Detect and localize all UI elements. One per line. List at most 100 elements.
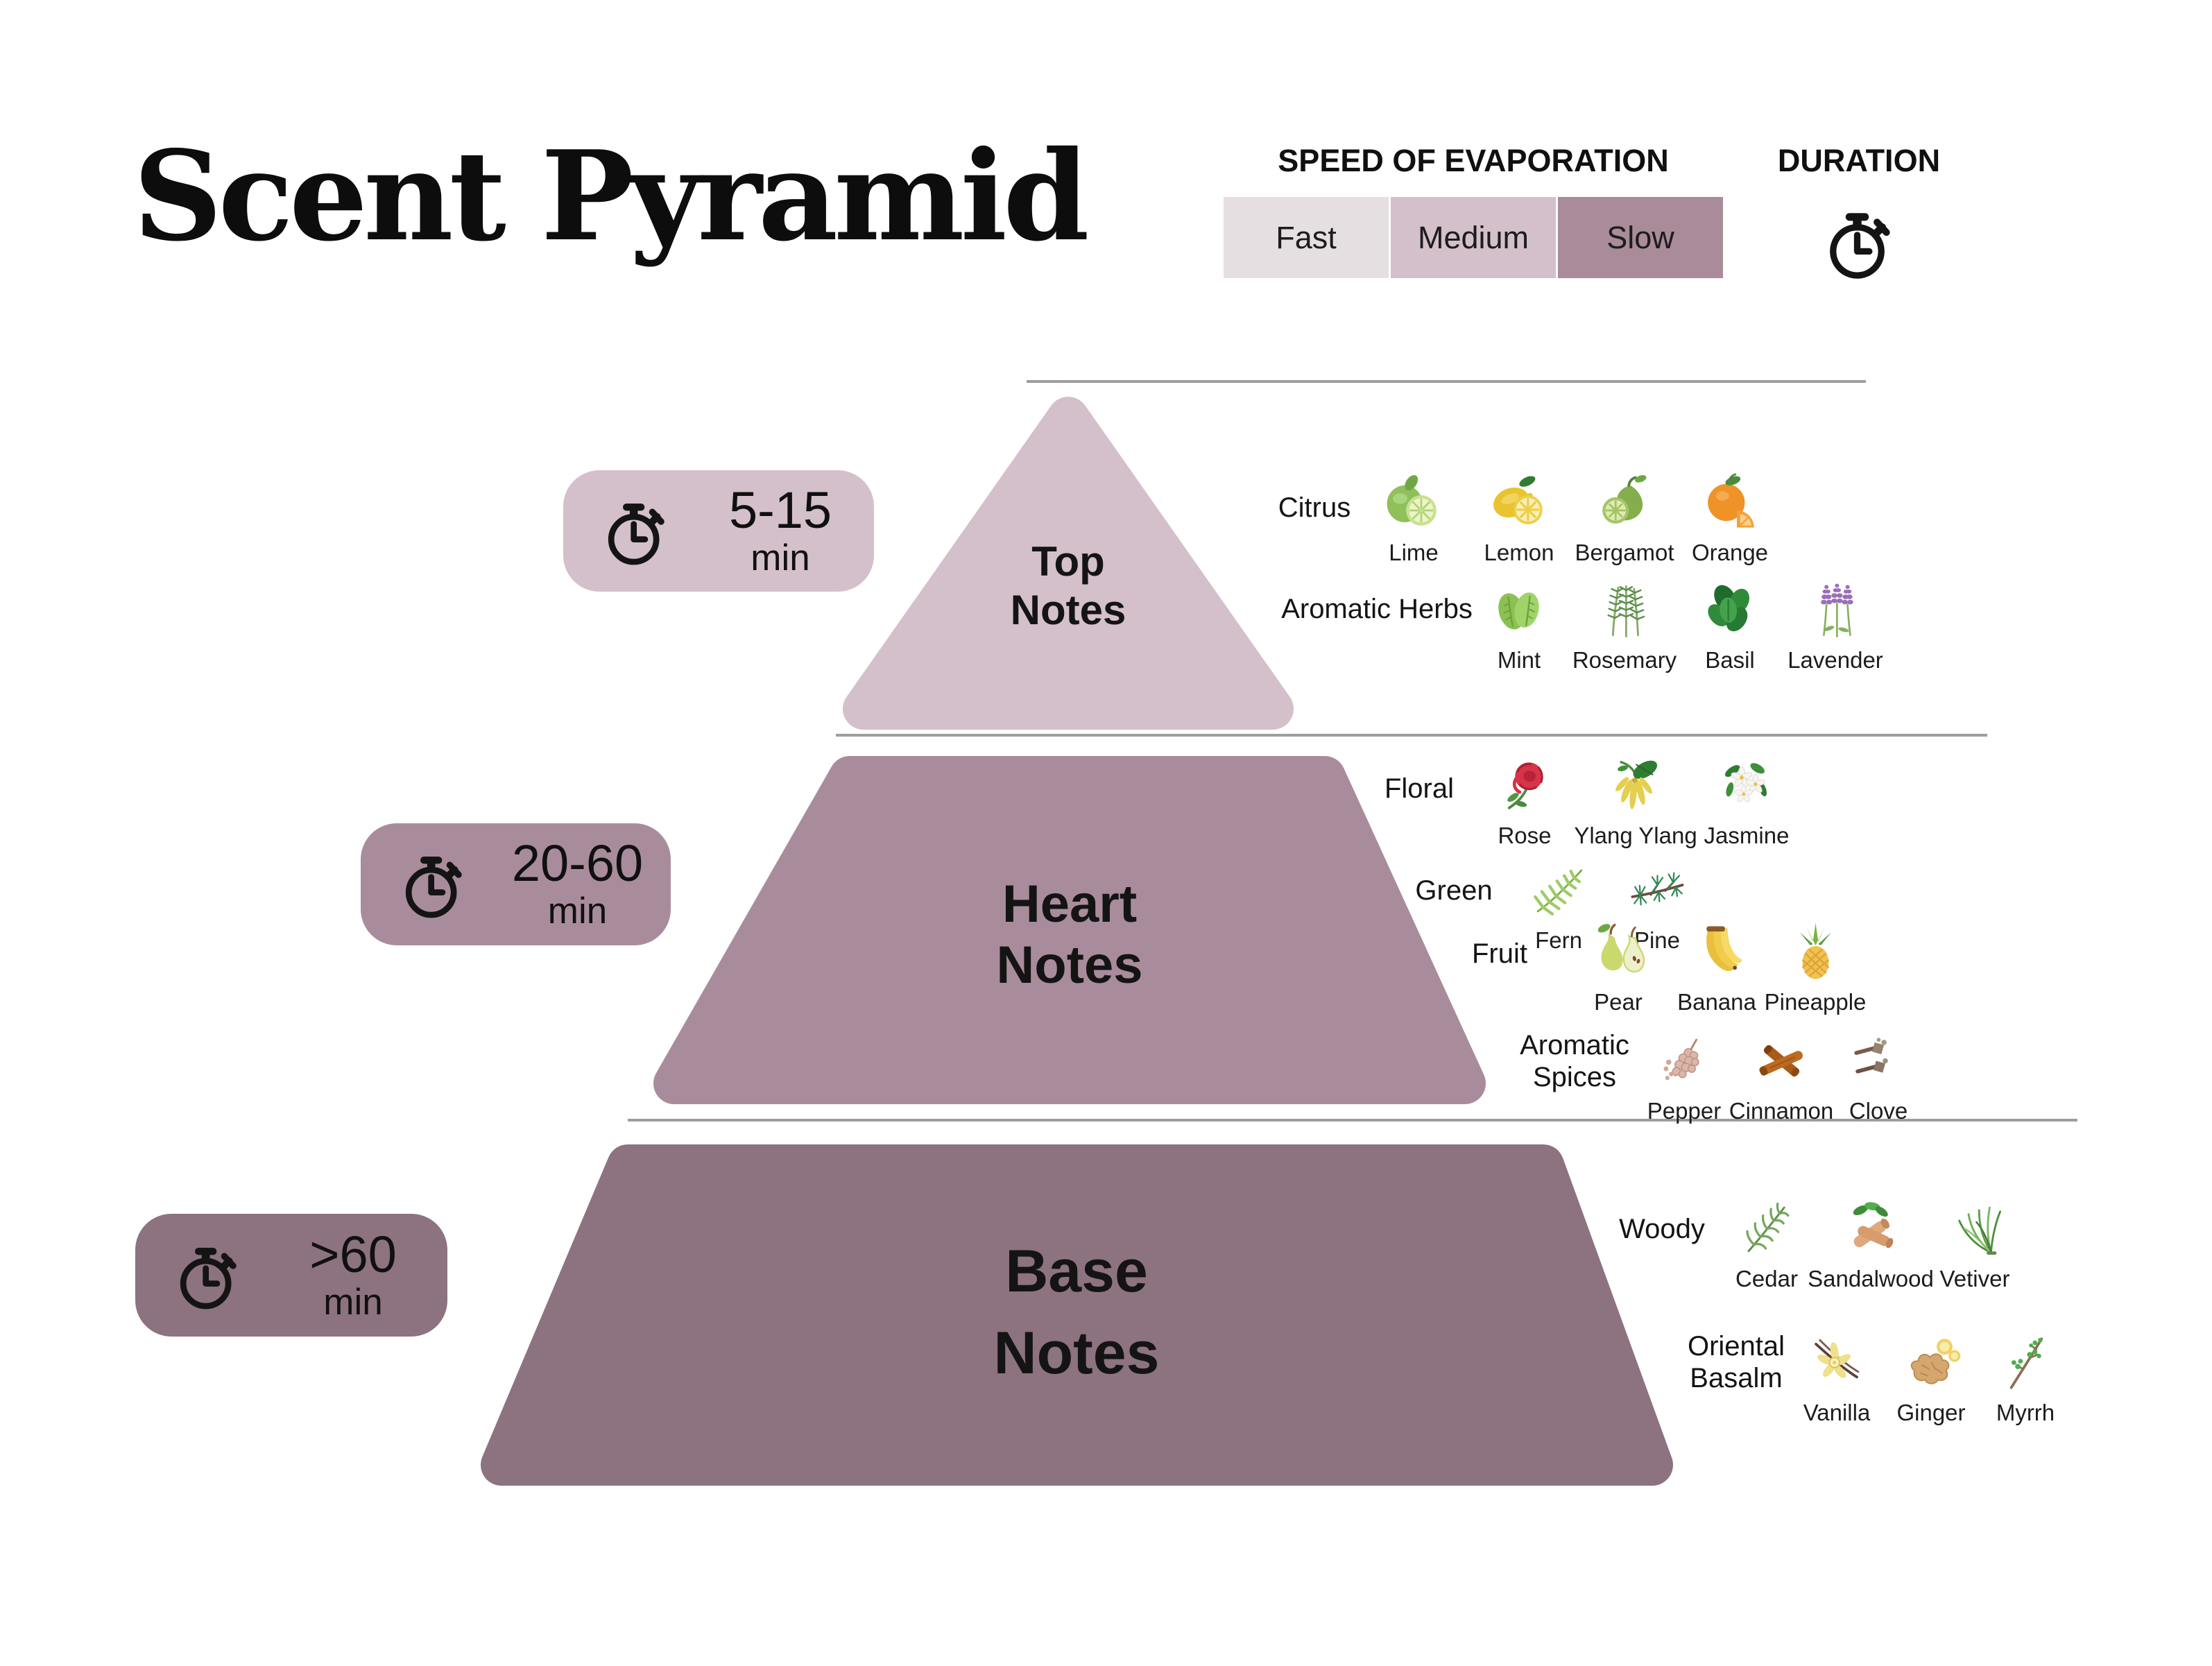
family-items-fruit: Pear Banana Pineapple: [1569, 919, 1867, 1015]
base-notes-shape: [481, 1144, 1673, 1486]
vanilla-icon: [1804, 1330, 1870, 1396]
rose-icon: [1492, 753, 1558, 818]
top-notes-shape: [843, 397, 1294, 730]
item-label: Bergamot: [1575, 540, 1674, 565]
duration-range: 20-60: [511, 834, 644, 893]
legend-swatch-label: Slow: [1606, 219, 1674, 255]
divider-bottom: [628, 1119, 2077, 1122]
item-bergamot: Bergamot: [1572, 470, 1677, 566]
lavender-icon: [1803, 577, 1869, 643]
mint-icon: [1486, 577, 1552, 643]
family-items-woody: Cedar Sandalwood Vetiver: [1715, 1196, 2027, 1292]
item-fern: Fern: [1509, 857, 1608, 954]
speed-of-evaporation-header: SPEED OF EVAPORATION: [1278, 143, 1669, 178]
item-label: Lemon: [1484, 540, 1554, 565]
vetiver-icon: [1942, 1196, 2008, 1262]
pine-icon: [1624, 857, 1690, 923]
family-label-oriental-basalm: Oriental Basalm: [1687, 1331, 1785, 1393]
item-myrrh: Myrrh: [1978, 1330, 2073, 1426]
family-label-green: Green: [1415, 875, 1493, 906]
pineapple-icon: [1783, 919, 1849, 985]
fern-icon: [1526, 857, 1592, 923]
item-label: Basil: [1705, 647, 1755, 673]
item-orange: Orange: [1677, 470, 1783, 566]
pear-icon: [1586, 919, 1652, 985]
jasmine-icon: [1714, 753, 1780, 818]
item-label: Pepper: [1647, 1098, 1722, 1124]
item-label: Ylang Ylang: [1574, 823, 1697, 848]
item-pine: Pine: [1608, 857, 1706, 954]
item-label: Pear: [1594, 989, 1643, 1015]
banana-icon: [1684, 919, 1750, 985]
item-label: Lime: [1389, 540, 1439, 565]
item-label: Lavender: [1787, 647, 1883, 673]
heart-notes-label: Heart Notes: [996, 875, 1143, 995]
item-label: Sandalwood: [1808, 1266, 1934, 1291]
item-pepper: Pepper: [1636, 1028, 1733, 1124]
item-rosemary: Rosemary: [1572, 577, 1677, 673]
evaporation-speed-legend: Fast Medium Slow: [1224, 197, 1723, 278]
item-label: Cedar: [1735, 1266, 1798, 1291]
item-cinnamon: Cinnamon: [1729, 1028, 1833, 1124]
divider-middle: [836, 734, 1987, 737]
top-notes-label: Top Notes: [1010, 538, 1126, 633]
duration-unit: min: [751, 537, 810, 578]
family-items-aromatic-herbs: Mint Rosemary Basil Lavender: [1466, 577, 1888, 673]
legend-swatch-medium: Medium: [1391, 197, 1556, 278]
family-label-aromatic-spices: Aromatic Spices: [1520, 1030, 1629, 1092]
family-items-floral: Rose Ylang Ylang Jasmine: [1469, 753, 1802, 849]
item-clove: Clove: [1830, 1028, 1927, 1124]
duration-unit: min: [547, 891, 608, 932]
item-jasmine: Jasmine: [1691, 753, 1802, 849]
cedar-icon: [1734, 1196, 1800, 1262]
item-vetiver: Vetiver: [1923, 1196, 2027, 1292]
item-lime: Lime: [1361, 470, 1466, 566]
legend-swatch-label: Medium: [1417, 219, 1529, 255]
stopwatch-icon: [595, 491, 676, 572]
item-ylang-ylang: Ylang Ylang: [1574, 753, 1697, 849]
cinnamon-icon: [1749, 1028, 1815, 1094]
item-label: Ginger: [1896, 1400, 1966, 1425]
rosemary-icon: [1592, 577, 1658, 643]
duration-badge-heart-notes: 20-60 min: [361, 823, 671, 945]
item-label: Clove: [1849, 1098, 1908, 1124]
basil-icon: [1697, 577, 1763, 643]
duration-badge-base-notes: >60 min: [135, 1214, 447, 1337]
stopwatch-icon: [167, 1235, 248, 1316]
family-items-citrus: Lime Lemon Bergamot Orange: [1361, 470, 1783, 566]
family-items-oriental-basalm: Vanilla Ginger Myrrh: [1790, 1330, 2073, 1426]
duration-unit: min: [323, 1281, 383, 1323]
family-items-green: Fern Pine: [1509, 857, 1706, 954]
item-ginger: Ginger: [1884, 1330, 1978, 1426]
item-pear: Pear: [1569, 919, 1667, 1015]
item-rose: Rose: [1469, 753, 1580, 849]
item-label: Rose: [1498, 823, 1552, 848]
item-label: Vetiver: [1939, 1266, 2010, 1291]
item-label: Rosemary: [1572, 647, 1677, 673]
duration-badge-top-notes: 5-15 min: [563, 470, 874, 592]
item-label: Cinnamon: [1729, 1098, 1834, 1124]
item-cedar: Cedar: [1715, 1196, 1819, 1292]
family-label-woody: Woody: [1619, 1214, 1705, 1244]
pepper-icon: [1652, 1028, 1717, 1094]
item-label: Banana: [1677, 989, 1756, 1015]
family-label-floral: Floral: [1384, 773, 1455, 804]
orange-icon: [1697, 470, 1763, 535]
lemon-icon: [1486, 470, 1552, 535]
item-label: Pineapple: [1764, 989, 1867, 1015]
item-label: Jasmine: [1704, 823, 1790, 848]
family-items-aromatic-spices: Pepper Cinnamon Clove: [1636, 1028, 1927, 1124]
item-vanilla: Vanilla: [1790, 1330, 1884, 1426]
duration-range: >60: [309, 1225, 397, 1283]
ylang-ylang-icon: [1603, 753, 1669, 818]
heart-notes-shape: [653, 756, 1486, 1104]
legend-swatch-slow: Slow: [1558, 197, 1723, 278]
bergamot-icon: [1592, 470, 1658, 535]
divider-top: [1027, 380, 1866, 383]
item-label: Pine: [1634, 927, 1681, 953]
item-basil: Basil: [1677, 577, 1783, 673]
base-notes-label: Base Notes: [993, 1238, 1160, 1386]
item-label: Vanilla: [1803, 1400, 1871, 1425]
